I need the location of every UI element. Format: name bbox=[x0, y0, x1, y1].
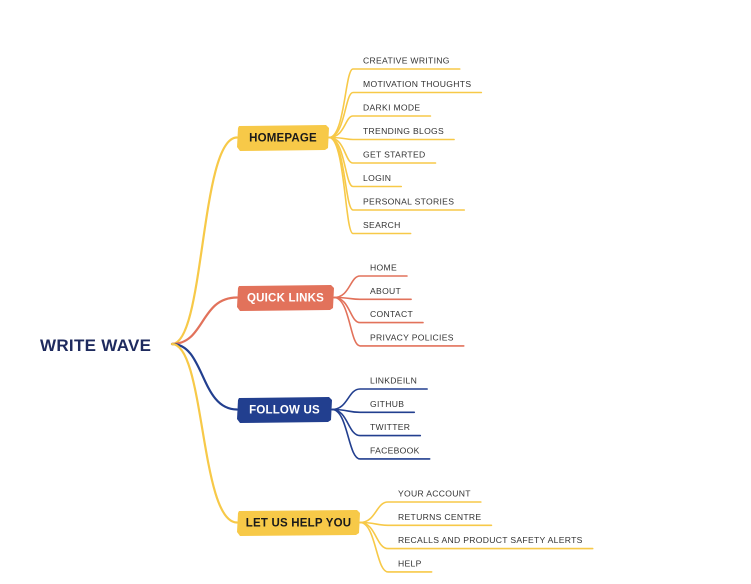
branch-connector bbox=[170, 136, 239, 346]
leaf-connector bbox=[331, 408, 431, 460]
leaf-item: CONTACT bbox=[370, 309, 413, 319]
leaf-item: FACEBOOK bbox=[370, 445, 420, 455]
leaf-connector bbox=[359, 521, 493, 527]
branch-node: HOMEPAGE bbox=[237, 125, 329, 151]
leaf-item: DARKI MODE bbox=[363, 103, 420, 113]
leaf-connector bbox=[328, 68, 461, 139]
leaf-connector bbox=[331, 388, 428, 411]
branch-box bbox=[237, 285, 334, 311]
leaf-item: LINKDEILN bbox=[370, 376, 417, 386]
branch-label: HOMEPAGE bbox=[249, 133, 317, 145]
branch-label: FOLLOW US bbox=[249, 405, 320, 417]
leaf-item: TRENDING BLOGS bbox=[363, 126, 444, 136]
branch-node: QUICK LINKS bbox=[237, 285, 334, 311]
leaf-connector bbox=[331, 408, 416, 414]
leaf-item: PRIVACY POLICIES bbox=[370, 332, 454, 342]
leaf-item: GET STARTED bbox=[363, 150, 426, 160]
branch-connector bbox=[170, 342, 239, 411]
leaf-item: RECALLS AND PRODUCT SAFETY ALERTS bbox=[398, 535, 583, 545]
branch-connector bbox=[170, 296, 239, 346]
branch-box bbox=[237, 510, 360, 536]
branch-label: QUICK LINKS bbox=[247, 293, 324, 305]
leaf-connectors bbox=[328, 68, 594, 573]
leaf-connector bbox=[328, 115, 432, 139]
leaf-item: SEARCH bbox=[363, 220, 401, 230]
branch-nodes: HOMEPAGE QUICK LINKS FOLLOW US LET US HELP … bbox=[237, 125, 360, 536]
leaf-item: RETURNS CENTRE bbox=[398, 512, 481, 522]
leaf-item: LOGIN bbox=[363, 173, 391, 183]
leaf-connector bbox=[333, 296, 465, 347]
leaf-item: CREATIVE WRITING bbox=[363, 56, 450, 66]
leaf-item: HELP bbox=[398, 558, 422, 568]
leaf-item: ABOUT bbox=[370, 286, 402, 296]
leaf-connector bbox=[333, 296, 412, 301]
leaf-connector bbox=[359, 501, 482, 524]
leaf-item: YOUR ACCOUNT bbox=[398, 489, 471, 499]
leaf-item: GITHUB bbox=[370, 399, 404, 409]
leaf-item: HOME bbox=[370, 263, 397, 273]
branch-box bbox=[237, 125, 329, 151]
branch-box bbox=[237, 397, 332, 423]
branch-connectors bbox=[170, 136, 239, 524]
leaf-connector bbox=[333, 275, 408, 299]
branch-node: LET US HELP YOU bbox=[237, 510, 360, 536]
root-topic: WRITE WAVE bbox=[40, 336, 151, 355]
leaf-nodes: CREATIVE WRITING MOTIVATION THOUGHTS DARKI… bbox=[363, 56, 583, 569]
leaf-connector bbox=[328, 136, 412, 235]
leaf-connector bbox=[359, 521, 433, 573]
leaf-item: TWITTER bbox=[370, 422, 410, 432]
leaf-item: MOTIVATION THOUGHTS bbox=[363, 79, 471, 89]
leaf-item: PERSONAL STORIES bbox=[363, 197, 454, 207]
leaf-connector bbox=[328, 136, 455, 141]
branch-connector bbox=[170, 342, 239, 524]
branch-node: FOLLOW US bbox=[237, 397, 332, 423]
branch-label: LET US HELP YOU bbox=[246, 518, 351, 530]
